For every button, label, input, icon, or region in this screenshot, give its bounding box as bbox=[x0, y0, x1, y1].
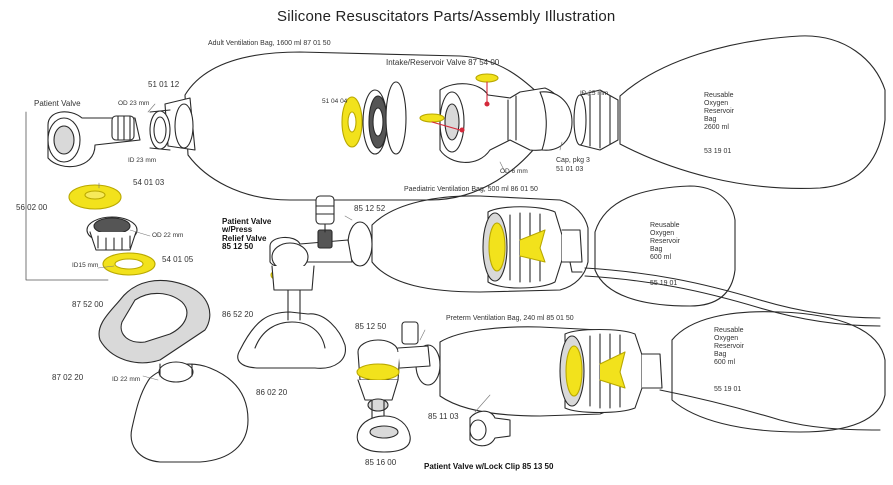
label-od-22: OD 22 mm bbox=[152, 232, 184, 239]
adult-reservoir-bag bbox=[619, 35, 886, 190]
label-870220: 87 02 20 bbox=[52, 373, 84, 382]
intake-valve-assembly bbox=[341, 81, 407, 155]
valve-housing bbox=[86, 216, 138, 251]
label-paed-reservoir: Reusable Oxygen Reservoir Bag 600 ml bbox=[650, 222, 680, 262]
label-paed-reservoir-code: 55 19 01 bbox=[650, 280, 678, 287]
label-865220: 86 52 20 bbox=[222, 310, 254, 319]
preterm-patient-valve bbox=[356, 321, 431, 419]
reservoir-valve-body bbox=[419, 73, 567, 163]
label-540105: 54 01 05 bbox=[162, 255, 194, 264]
cap-510103 bbox=[539, 91, 573, 151]
label-id-15: ID15 mm bbox=[72, 262, 99, 269]
label-510404: 51 04 04 bbox=[322, 98, 348, 105]
label-510112: 51 01 12 bbox=[148, 80, 180, 89]
label-lock-clip: Patient Valve w/Lock Clip 85 13 50 bbox=[424, 462, 554, 471]
preterm-reservoir-bag bbox=[671, 311, 886, 433]
paediatric-ventilation-bag bbox=[371, 195, 589, 293]
label-patient-valve: Patient Valve bbox=[34, 99, 81, 108]
label-adult-reservoir-code: 53 19 01 bbox=[704, 148, 732, 155]
label-851250: 85 12 50 bbox=[355, 322, 387, 331]
leader-lines bbox=[97, 91, 591, 413]
label-adult-reservoir: Reusable Oxygen Reservoir Bag 2600 ml bbox=[704, 92, 734, 132]
label-cap: Cap, pkg 3 bbox=[556, 157, 590, 164]
patient-valve-adult bbox=[47, 111, 141, 168]
paed-intake-valve bbox=[482, 206, 583, 289]
label-patient-valve-press: Patient Valve w/Press Relief Valve 85 12… bbox=[222, 217, 272, 252]
label-860220: 86 02 20 bbox=[256, 388, 288, 397]
paed-reservoir-tube bbox=[584, 267, 881, 319]
label-851103: 85 11 03 bbox=[428, 412, 459, 421]
label-875200: 87 52 00 bbox=[72, 300, 104, 309]
mask-865220 bbox=[237, 311, 346, 369]
intake-yellow-disc bbox=[419, 113, 445, 123]
label-cap-code: 51 01 03 bbox=[556, 166, 584, 173]
label-id-23: ID 23 mm bbox=[128, 157, 157, 164]
label-preterm-bag: Preterm Ventilation Bag, 240 ml 85 01 50 bbox=[446, 315, 574, 322]
connector-511012-inner bbox=[153, 116, 167, 144]
mask-870220 bbox=[130, 363, 249, 463]
adult-bag-mouth bbox=[174, 103, 194, 149]
label-preterm-reservoir: Reusable Oxygen Reservoir Bag 600 ml bbox=[714, 327, 744, 367]
label-od-23: OD 23 mm bbox=[118, 100, 150, 107]
label-paediatric-bag: Paediatric Ventilation Bag, 500 ml 86 01… bbox=[404, 186, 538, 193]
label-id-22: ID 22 mm bbox=[112, 376, 141, 383]
paed-reservoir-bag bbox=[594, 185, 736, 307]
diagram-title: Silicone Resuscitators Parts/Assembly Il… bbox=[277, 8, 616, 25]
patient-valve-press-relief bbox=[269, 195, 353, 291]
label-intake-valve: Intake/Reservoir Valve 87 54 00 bbox=[386, 58, 500, 67]
label-preterm-reservoir-code: 55 19 01 bbox=[714, 386, 742, 393]
label-560200: 56 02 00 bbox=[16, 203, 48, 212]
preterm-reservoir-tube bbox=[659, 389, 881, 431]
assembly-bracket bbox=[25, 111, 109, 281]
label-851252: 85 12 52 bbox=[354, 204, 386, 213]
preterm-intake-valve bbox=[559, 329, 663, 413]
label-540103: 54 01 03 bbox=[133, 178, 165, 187]
label-od-6: OD 6 mm bbox=[500, 168, 528, 175]
label-id-25: ID 25 mm bbox=[580, 90, 609, 97]
reservoir-connector bbox=[573, 89, 619, 151]
label-adult-bag: Adult Ventilation Bag, 1600 ml 87 01 50 bbox=[208, 40, 331, 47]
label-851600: 85 16 00 bbox=[365, 458, 397, 467]
